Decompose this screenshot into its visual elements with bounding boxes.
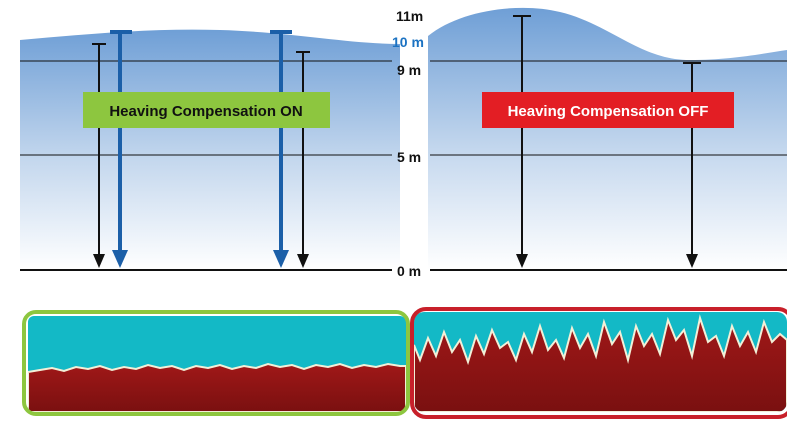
water-left bbox=[20, 29, 400, 270]
badge-compensation-on: Heaving Compensation ON bbox=[83, 92, 330, 128]
depth-label-0m: 0 m bbox=[397, 263, 421, 279]
arrow-compensated-left-2 bbox=[270, 30, 292, 268]
arrow-raw-left-2 bbox=[296, 51, 310, 268]
depth-label-10m: 10 m bbox=[392, 34, 424, 50]
echogram-uncompensated bbox=[414, 312, 787, 412]
badge-compensation-off-label: Heaving Compensation OFF bbox=[508, 103, 709, 120]
arrow-compensated-left-1 bbox=[110, 30, 132, 268]
frame-uncompensated bbox=[410, 307, 787, 419]
badge-compensation-off: Heaving Compensation OFF bbox=[482, 92, 734, 128]
arrow-raw-left-1 bbox=[92, 43, 106, 268]
arrow-raw-right-1 bbox=[513, 15, 531, 268]
badge-compensation-on-label: Heaving Compensation ON bbox=[109, 103, 302, 120]
depth-label-11m: 11m bbox=[396, 8, 423, 24]
frame-compensated bbox=[22, 310, 410, 416]
water-right bbox=[428, 7, 787, 270]
depth-label-5m: 5 m bbox=[397, 149, 421, 165]
echogram-compensated bbox=[28, 316, 406, 412]
depth-label-9m: 9 m bbox=[397, 62, 421, 78]
